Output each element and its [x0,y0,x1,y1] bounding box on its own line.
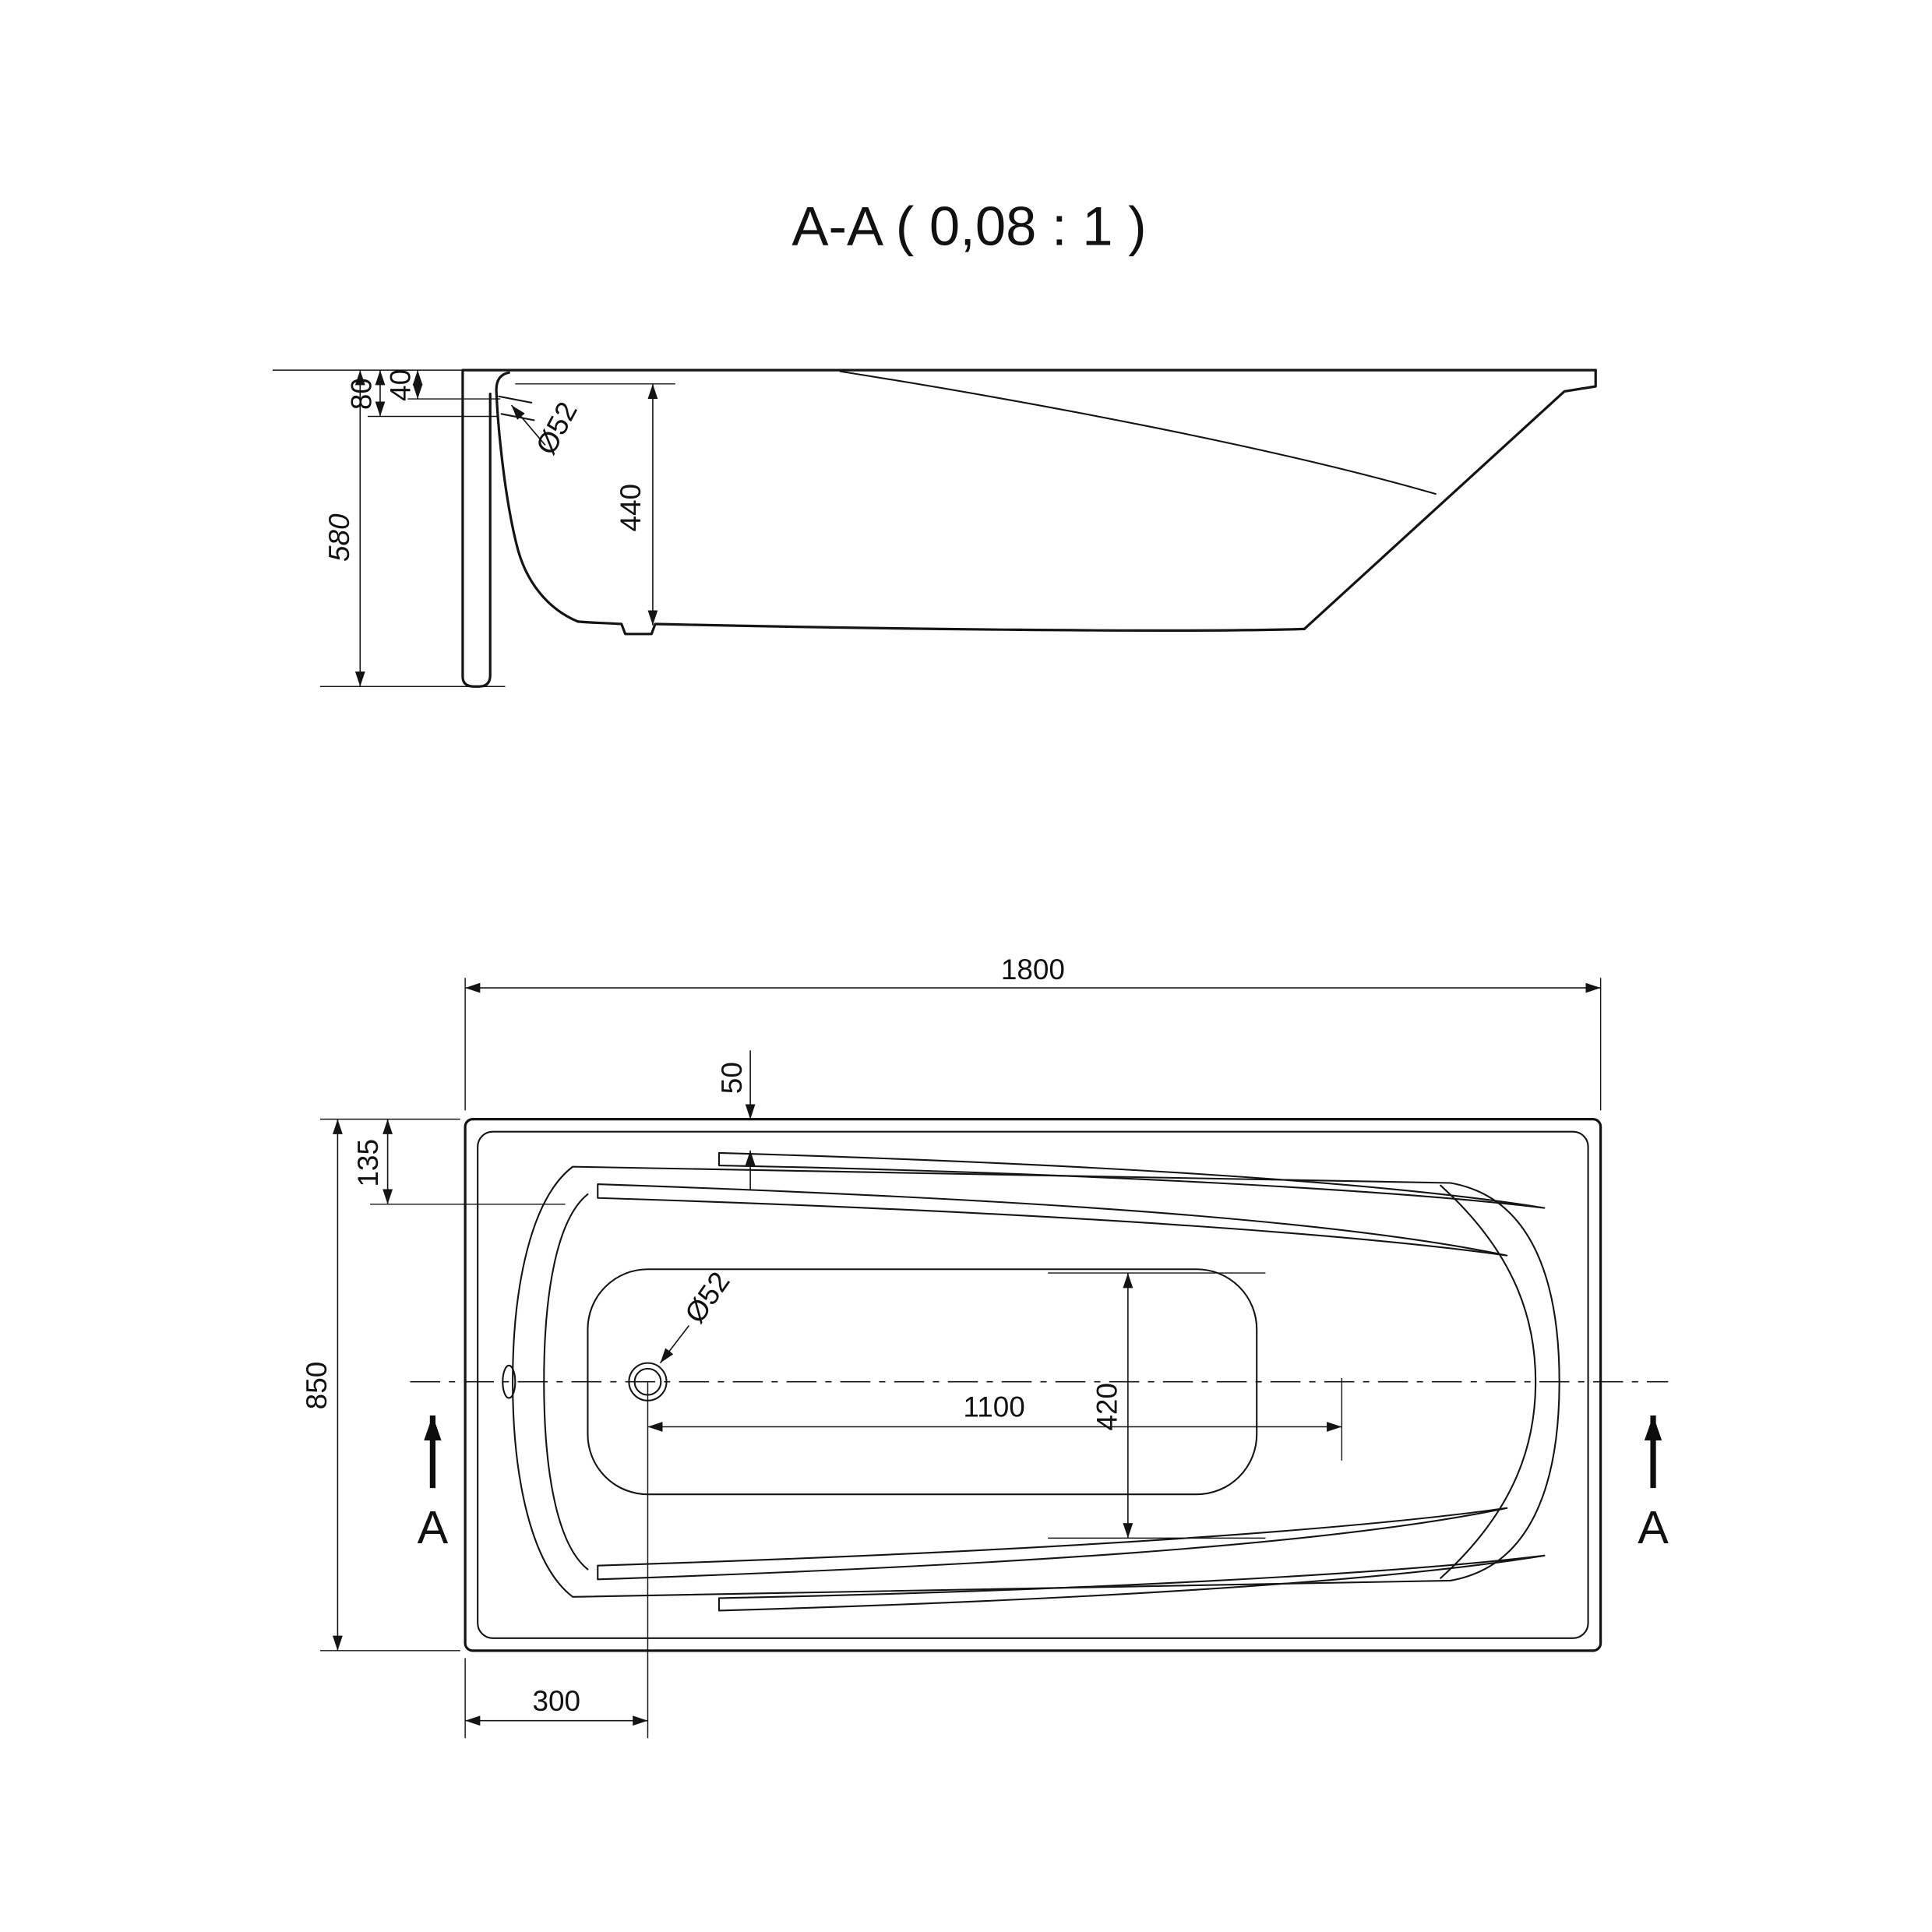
section-label-left: A [418,1501,449,1553]
dim-overall-width: 850 [301,1118,460,1652]
dim-label-diameter-52-plan: Ø52 [679,1266,736,1329]
dim-label-135: 135 [352,1139,384,1187]
dim-overflow-bottom-offset: 80 [346,370,498,418]
backrest-curve [839,370,1437,495]
tub-left-wall [495,371,580,623]
dim-label-1800: 1800 [1001,954,1065,985]
dim-overall-height: 580 [319,370,506,687]
dim-label-diameter-52-section: Ø52 [530,397,583,460]
overflow-hole-edges [498,395,535,421]
dim-label-50: 50 [716,1062,748,1094]
dim-label-80: 80 [346,378,378,410]
section-label-right: A [1638,1501,1669,1553]
dim-rim-offset-left: 135 [352,1119,566,1205]
tub-rim-inner-edge [477,1130,1589,1639]
armrest-ledge-bottom [597,1507,1508,1581]
dim-drain-to-floor-end: 1100 [647,1377,1343,1461]
tub-outer-edge [464,1118,1602,1652]
dim-rim-offset-top: 50 [716,1050,756,1191]
dim-drain-diameter: Ø52 [659,1266,736,1364]
rim-contour-top [717,1151,1546,1209]
dim-floor-width: 420 [1048,1272,1266,1539]
leader-line [510,404,546,446]
tub-apron-skirt [461,370,492,688]
leader-line [659,1325,690,1364]
dim-inner-depth: 440 [515,383,675,626]
dim-label-580: 580 [323,513,355,562]
dim-label-1100: 1100 [963,1391,1024,1423]
rim-contour-bottom [717,1554,1546,1612]
section-marker-right: A [1638,1416,1669,1553]
dim-overflow-diameter: Ø52 [510,397,583,460]
tub-bottom [576,620,1306,636]
dim-drain-from-left-edge: 300 [464,1381,649,1739]
basin-outline [512,1165,1560,1598]
dim-label-440: 440 [615,484,647,532]
dim-label-40: 40 [384,369,416,401]
dim-overflow-top-offset: 40 [384,369,501,401]
dim-label-850: 850 [301,1362,333,1410]
dim-overall-length: 1800 [464,954,1602,1111]
plan-view: 1800 50 135 850 420 [301,954,1669,1739]
section-marker-left: A [418,1416,449,1553]
tub-right-wall [1303,368,1597,631]
dim-label-300: 300 [533,1685,581,1717]
armrest-ledge-top [597,1183,1508,1257]
section-view: 580 440 80 40 Ø52 [272,368,1597,688]
backrest-contour [1440,1184,1537,1579]
view-title: A-A ( 0,08 : 1 ) [791,196,1146,257]
dim-label-420: 420 [1091,1383,1123,1431]
